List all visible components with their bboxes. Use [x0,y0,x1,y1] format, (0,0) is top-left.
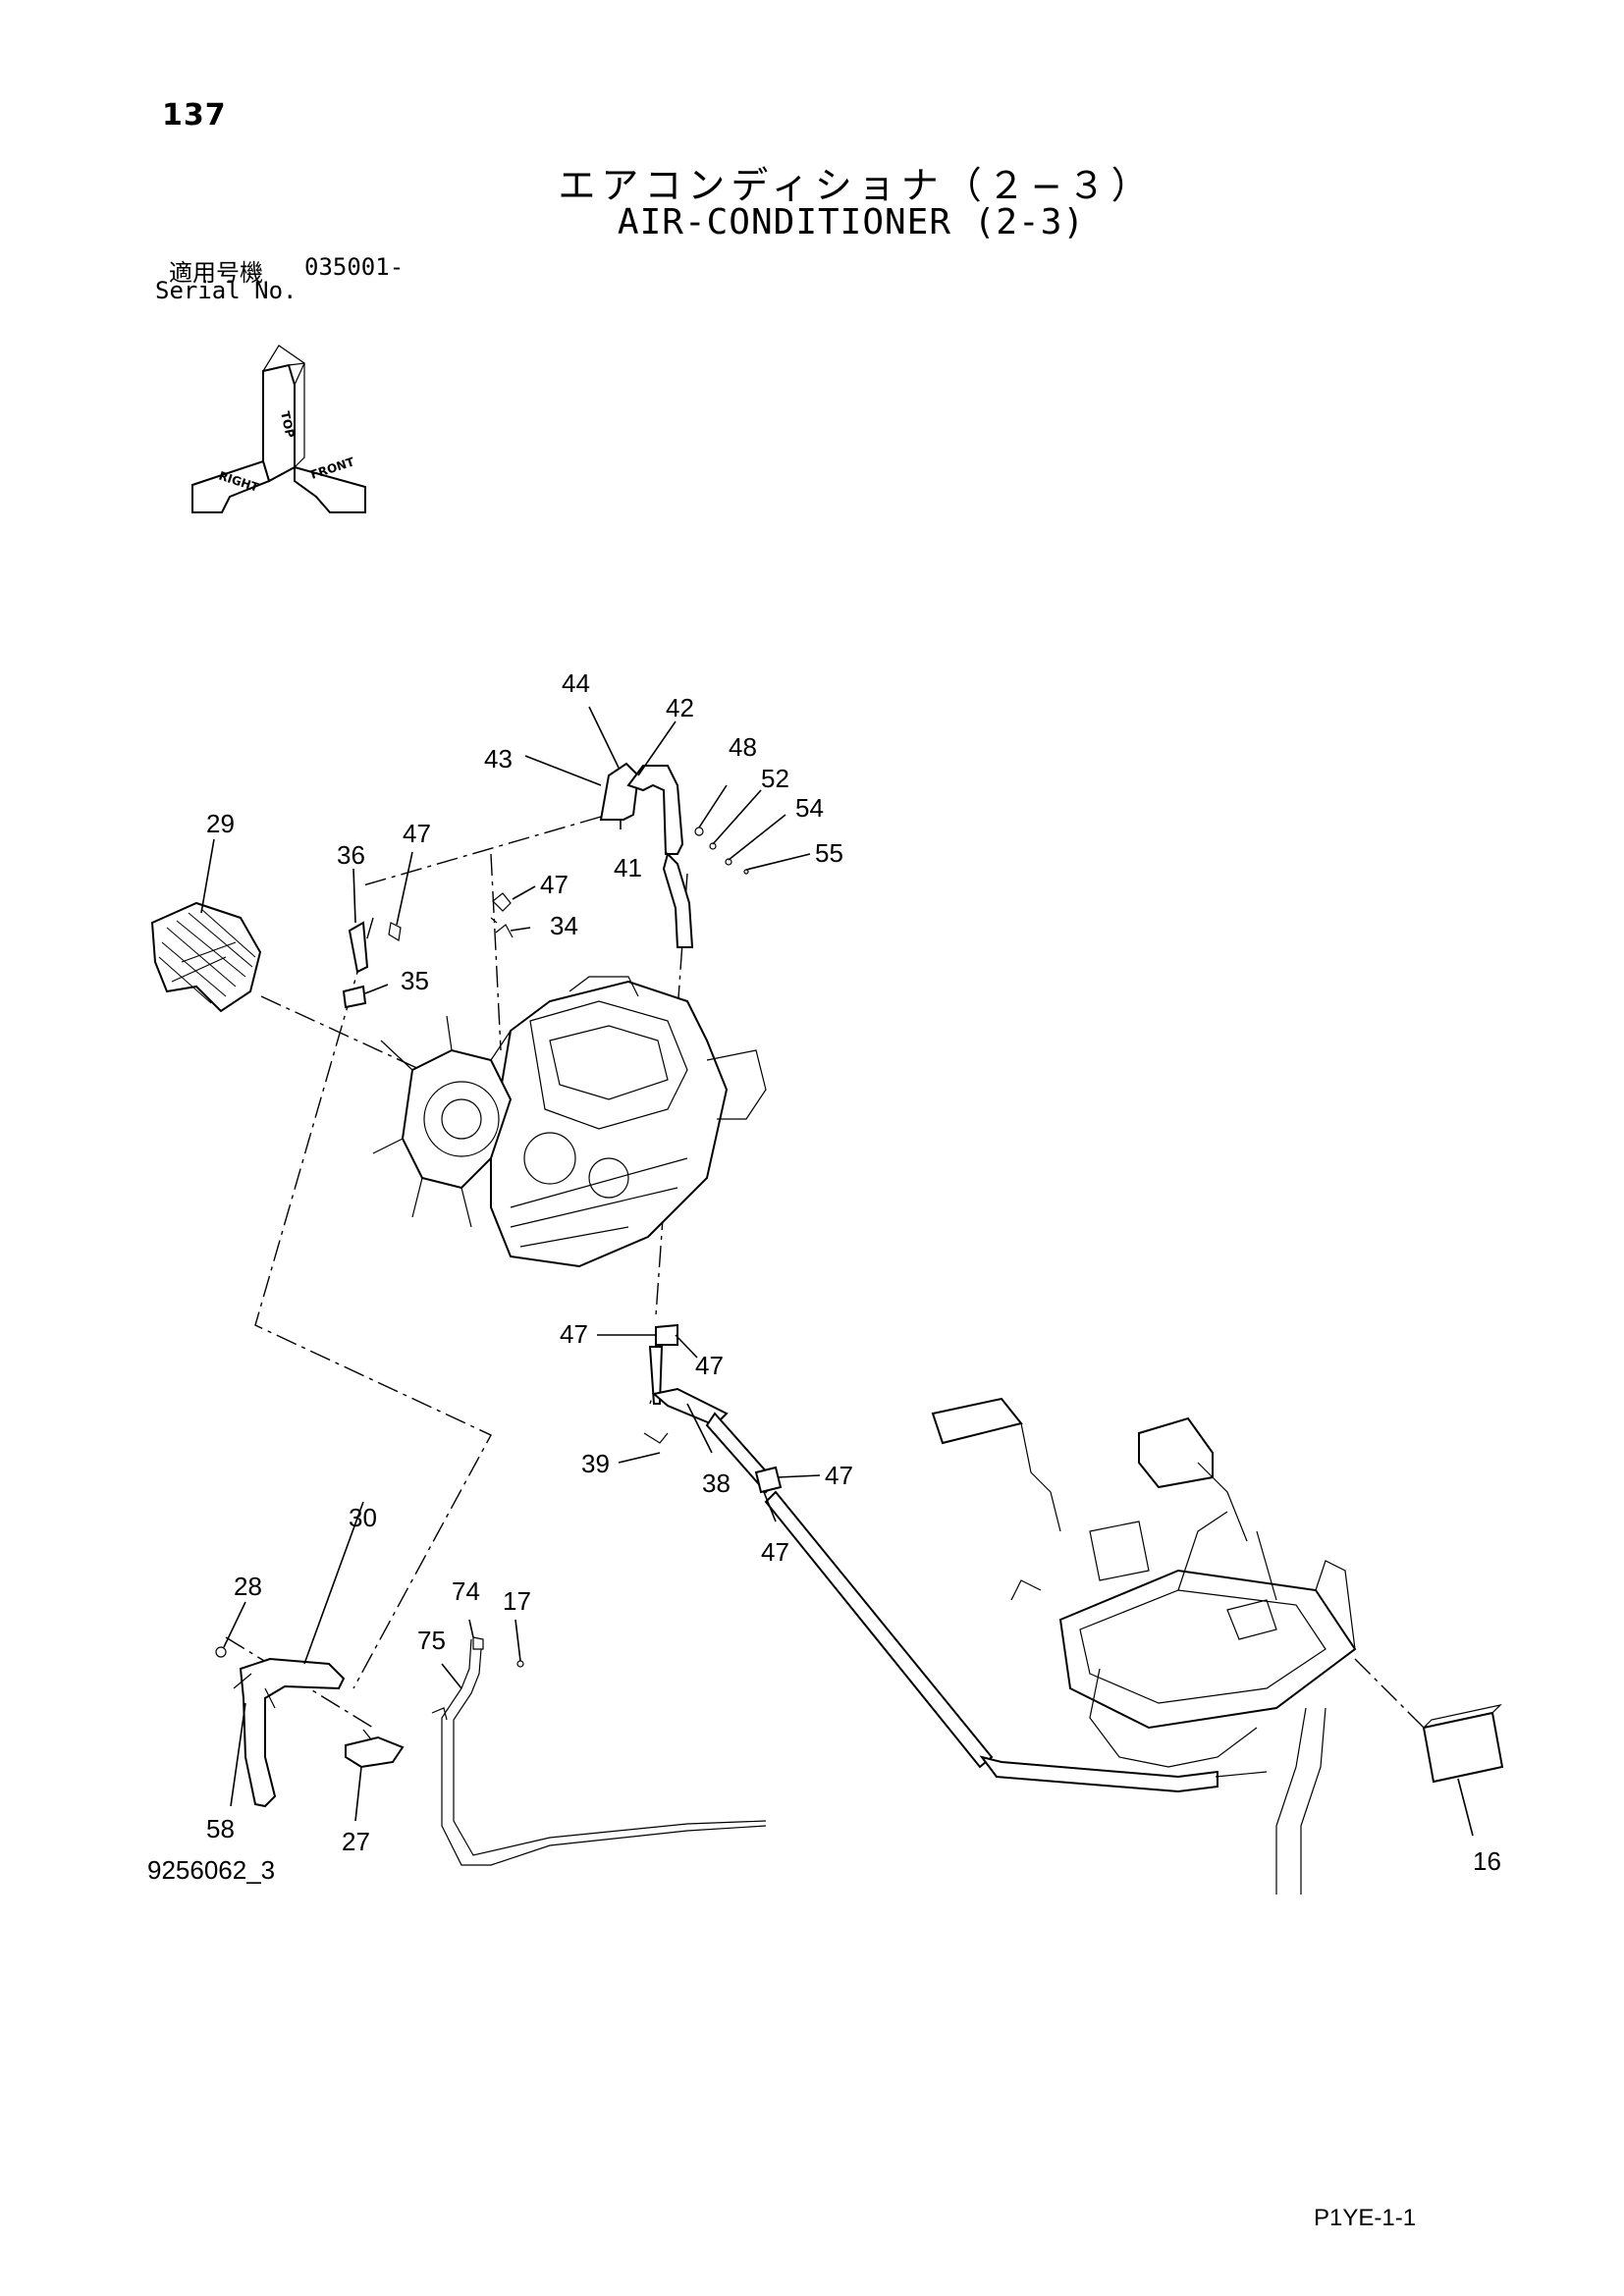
orientation-top-label: TOP [278,410,297,440]
callout-75: 75 [417,1626,446,1655]
callout-28: 28 [234,1572,262,1601]
callout-47-b: 47 [540,870,568,899]
serial-label-english: Serial No. [155,277,298,304]
callout-17: 17 [503,1586,531,1616]
callout-44: 44 [562,668,590,698]
callout-27: 27 [342,1827,370,1856]
callout-41: 41 [614,853,642,882]
drawing-code: 9256062_3 [147,1855,276,1885]
callout-numbers: 44 42 43 48 52 54 55 41 29 36 47 47 34 3… [206,668,1501,1876]
callout-35: 35 [401,966,429,995]
callout-47-a: 47 [403,819,431,848]
middle-hose-assembly [643,1323,994,1769]
orientation-indicator: TOP RIGHT FRONT [191,345,366,513]
callout-47-d: 47 [695,1351,724,1380]
title-japanese: エアコンディショナ（２−３） [558,164,1155,207]
lower-hose-assembly [979,1755,1268,1793]
serial-label-japanese: 適用号機 [169,259,263,287]
callout-74: 74 [452,1576,480,1606]
callout-52: 52 [761,764,789,793]
callout-30: 30 [349,1503,377,1532]
callout-47-c: 47 [560,1319,588,1349]
filter-part [1422,1703,1504,1784]
callout-36: 36 [337,840,365,870]
callout-34: 34 [550,911,578,940]
callout-leaders [200,706,1474,1837]
page-number: 137 [162,98,227,133]
callout-54: 54 [795,793,824,823]
callout-55: 55 [815,838,843,868]
page-code: P1YE-1-1 [1314,2205,1417,2231]
serial-number-range: 035001- [304,253,405,281]
callout-38: 38 [702,1468,731,1498]
fan-shroud-part [150,901,262,1013]
callout-39: 39 [581,1449,610,1478]
callout-16: 16 [1473,1846,1501,1876]
callout-58: 58 [206,1814,235,1843]
callout-43: 43 [484,744,513,774]
callout-47-e: 47 [825,1461,853,1490]
callout-47-f: 47 [761,1537,789,1567]
callout-48: 48 [729,732,757,762]
callout-42: 42 [666,693,694,722]
engine-assembly [372,976,767,1268]
wire-harness-part [431,1636,767,1866]
small-fittings [342,827,749,1009]
bracket-part [345,1729,405,1769]
lower-radiator-hose [215,1646,346,1808]
callout-29: 29 [206,809,235,838]
air-conditioner-unit [931,1397,1357,1895]
title-english: AIR-CONDITIONER (2-3) [617,202,1086,242]
